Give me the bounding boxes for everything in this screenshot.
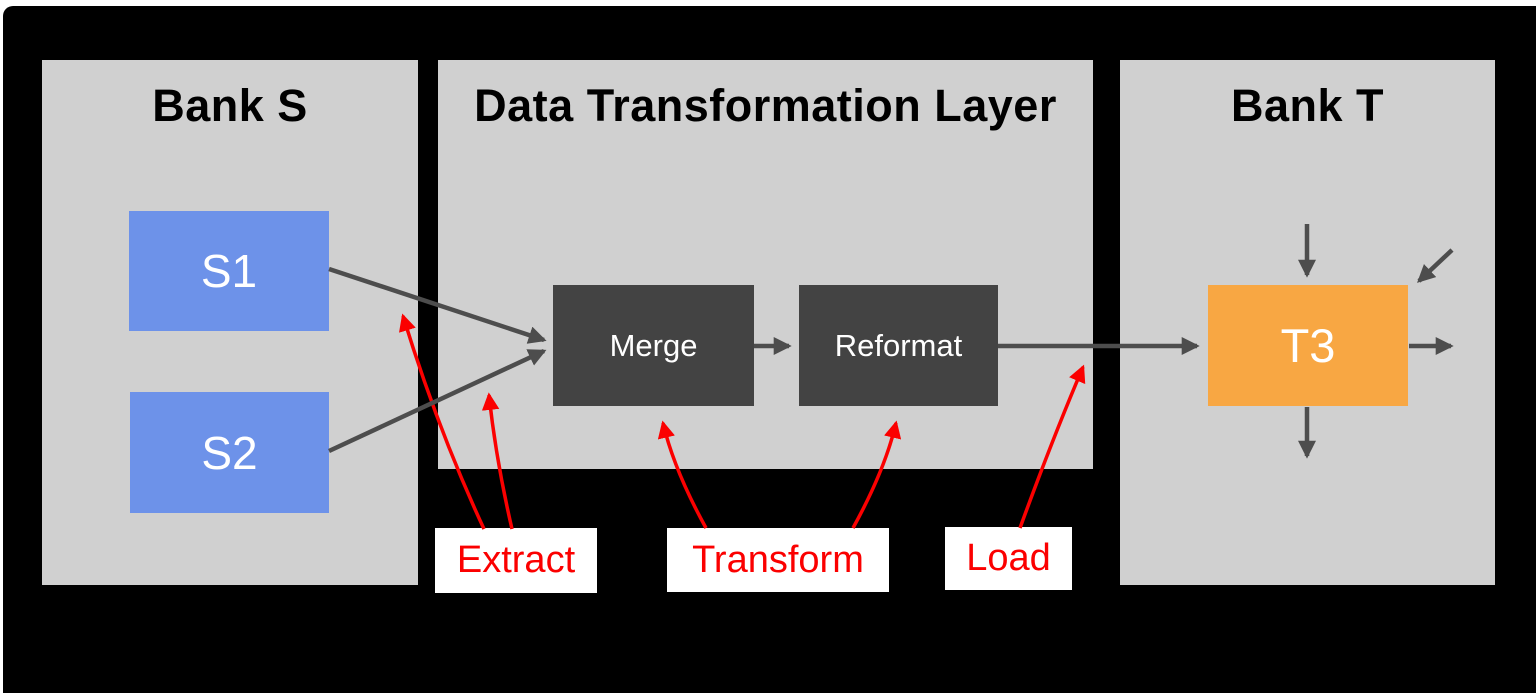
diagram-canvas: Bank S Data Transformation Layer Bank T … (3, 6, 1536, 693)
panel-transformation-layer: Data Transformation Layer (438, 60, 1093, 469)
node-reformat: Reformat (799, 285, 998, 406)
annotation-transform-label: Transform (692, 538, 864, 581)
annotation-load-label: Load (966, 537, 1051, 579)
node-t3-label: T3 (1280, 319, 1336, 372)
panel-transformation-layer-title: Data Transformation Layer (474, 80, 1057, 131)
node-reformat-label: Reformat (834, 327, 963, 363)
annotation-extract-label: Extract (456, 539, 576, 581)
panel-bank-t-title: Bank T (1230, 80, 1385, 131)
node-merge: Merge (553, 285, 754, 406)
node-s1-label: S1 (200, 245, 258, 297)
node-merge-label: Merge (609, 327, 698, 363)
node-s2-label: S2 (201, 426, 258, 479)
node-s1: S1 (129, 211, 329, 331)
node-t3: T3 (1208, 285, 1408, 406)
node-s2: S2 (130, 392, 329, 513)
annotation-extract: Extract (435, 528, 597, 593)
panel-bank-s-title: Bank S (152, 80, 308, 131)
panel-bank-t: Bank T (1120, 60, 1495, 585)
annotation-transform: Transform (667, 528, 889, 592)
annotation-load: Load (945, 527, 1072, 590)
